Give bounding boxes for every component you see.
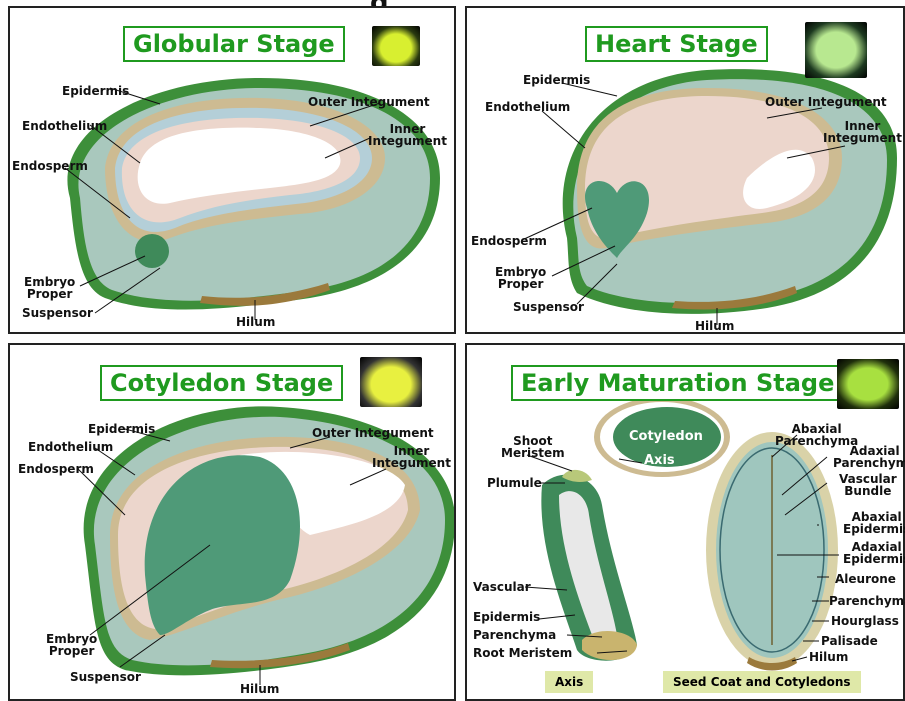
maturation-label-epidermis: Epidermis (473, 611, 540, 623)
heart-stage-title: Heart Stage (585, 26, 768, 62)
globular-label-embryo-proper: Embryo Proper (24, 276, 75, 300)
maturation-label-axis-inner: Axis (644, 455, 675, 467)
maturation-label-hourglass: Hourglass (831, 615, 899, 627)
maturation-label-cotyledon: Cotyledon (629, 431, 703, 443)
maturation-label-hilum: Hilum (809, 651, 848, 663)
maturation-tag-seed-coat: Seed Coat and Cotyledons (663, 671, 861, 693)
maturation-stage-title: Early Maturation Stage (511, 365, 844, 401)
cotyledon-label-embryo-proper: Embryo Proper (46, 633, 97, 657)
globular-stage-panel: Globular Stage Epidermis Endothelium End… (8, 6, 456, 334)
heart-label-endothelium: Endothelium (485, 101, 570, 113)
heart-label-endosperm: Endosperm (471, 235, 547, 247)
globular-embryo (135, 234, 169, 268)
maturation-label-plumule: Plumule (487, 477, 542, 489)
heart-label-suspensor: Suspensor (513, 301, 584, 313)
cotyledon-label-suspensor: Suspensor (70, 671, 141, 683)
heart-seed-photo (805, 22, 867, 78)
globular-label-outer-integument: Outer Integument (308, 96, 430, 108)
globular-label-hilum: Hilum (236, 316, 275, 328)
cotyledon-label-inner-integument: Inner Integument (372, 445, 451, 469)
cotyledon-label-epidermis: Epidermis (88, 423, 155, 435)
maturation-tag-axis: Axis (545, 671, 593, 693)
globular-label-endosperm: Endosperm (12, 160, 88, 172)
cotyledon-label-outer-integument: Outer Integument (312, 427, 434, 439)
maturation-stage-panel: Early Maturation Stage Shoot Meristem Pl… (465, 343, 905, 701)
cotyledon-label-hilum: Hilum (240, 683, 279, 695)
maturation-label-parenchyma-right: Parenchyma (829, 595, 905, 607)
globular-label-epidermis: Epidermis (62, 85, 129, 97)
heart-label-embryo-proper: Embryo Proper (495, 266, 546, 290)
heart-label-outer-integument: Outer Integument (765, 96, 887, 108)
cotyledon-stage-panel: Cotyledon Stage Epidermis Endothelium En… (8, 343, 456, 701)
globular-seed-photo (372, 26, 420, 66)
cotyledon-label-endosperm: Endosperm (18, 463, 94, 475)
maturation-label-adaxial-epidermis: Adaxial Epidermis (843, 541, 905, 565)
maturation-seed-photo (837, 359, 899, 409)
globular-label-suspensor: Suspensor (22, 307, 93, 319)
cotyledon-stage-title: Cotyledon Stage (100, 365, 343, 401)
maturation-label-parenchyma: Parenchyma (473, 629, 556, 641)
maturation-label-palisade: Palisade (821, 635, 878, 647)
maturation-label-vascular: Vascular (473, 581, 531, 593)
heart-stage-panel: Heart Stage Epidermis Endothelium Outer … (465, 6, 905, 334)
globular-stage-title: Globular Stage (123, 26, 345, 62)
heart-label-epidermis: Epidermis (523, 74, 590, 86)
heart-label-hilum: Hilum (695, 320, 734, 332)
maturation-label-vascular-bundle: Vascular Bundle (839, 473, 897, 497)
heart-label-inner-integument: Inner Integument (823, 120, 902, 144)
maturation-label-abaxial-epidermis: Abaxial Epidermis (843, 511, 905, 535)
cotyledon-seed-photo (360, 357, 422, 407)
maturation-label-root-meristem: Root Meristem (473, 647, 572, 659)
maturation-label-aleurone: Aleurone (835, 573, 896, 585)
globular-label-endothelium: Endothelium (22, 120, 107, 132)
globular-label-inner-integument: Inner Integument (368, 123, 447, 147)
cotyledon-label-endothelium: Endothelium (28, 441, 113, 453)
maturation-label-adaxial-parenchyma: Adaxial Parenchyma (833, 445, 905, 469)
maturation-label-abaxial-parenchyma: Abaxial Parenchyma (775, 423, 858, 447)
maturation-label-shoot-meristem: Shoot Meristem (501, 435, 565, 459)
